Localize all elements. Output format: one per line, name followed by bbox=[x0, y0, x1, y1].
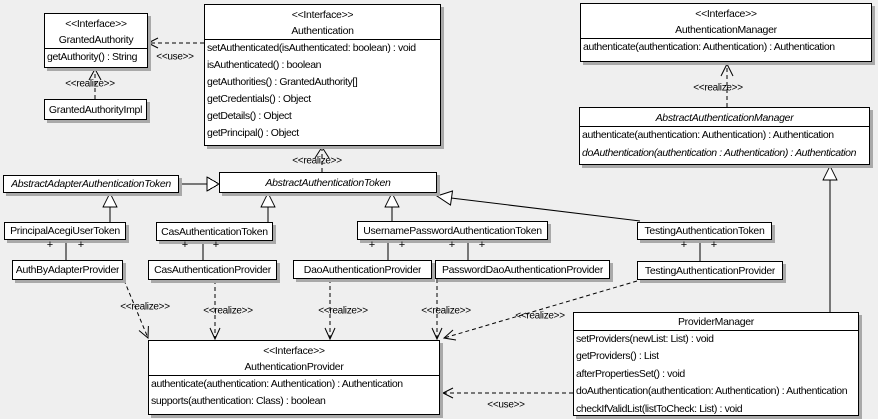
association-plus: + bbox=[398, 239, 406, 251]
class-box-granted-authority-impl[interactable]: GrantedAuthorityImpl bbox=[44, 99, 147, 120]
realize-label: <<realize>> bbox=[693, 82, 743, 94]
method-signature: getDetails() : Object bbox=[207, 110, 292, 122]
class-name: GrantedAuthority bbox=[58, 34, 134, 46]
method-signature: getAuthorities() : GrantedAuthority[] bbox=[207, 76, 358, 88]
edge-use-providermanager-authenticationprovider bbox=[441, 387, 573, 399]
class-box-provider-manager[interactable]: ProviderManager setProviders(newList: Li… bbox=[573, 312, 859, 416]
class-box-granted-authority[interactable]: <<Interface>> GrantedAuthority getAuthor… bbox=[44, 13, 148, 68]
class-name: Authentication bbox=[291, 25, 354, 37]
method-signature: getAuthority() : String bbox=[47, 51, 138, 63]
method-signature: authenticate(authentication: Authenticat… bbox=[151, 378, 403, 390]
method-signature: checkIfValidList(listToCheck: List) : vo… bbox=[576, 402, 743, 415]
edge-testingauthenticationtoken-generalization bbox=[435, 190, 641, 222]
association-plus: + bbox=[181, 239, 189, 251]
class-name: PrincipalAcegiUserToken bbox=[10, 225, 120, 237]
method-signature: isAuthenticated() : boolean bbox=[207, 59, 322, 71]
class-box-abstract-authentication-token[interactable]: AbstractAuthenticationToken bbox=[219, 172, 437, 193]
class-box-authentication-manager[interactable]: <<Interface>> AuthenticationManager auth… bbox=[580, 3, 872, 62]
use-label: <<use>> bbox=[156, 51, 194, 63]
class-box-authentication-provider[interactable]: <<Interface>> AuthenticationProvider aut… bbox=[148, 340, 440, 415]
association-plus: + bbox=[680, 239, 688, 251]
class-name: TestingAuthenticationToken bbox=[644, 225, 765, 237]
association-plus: + bbox=[46, 239, 54, 251]
edge-realize-grantedauthorityimpl bbox=[88, 67, 102, 99]
realize-label: <<realize>> bbox=[120, 301, 170, 313]
class-box-abstract-authentication-manager[interactable]: AbstractAuthenticationManager authentica… bbox=[579, 107, 870, 165]
class-name: AuthenticationManager bbox=[675, 24, 777, 36]
class-name: GrantedAuthorityImpl bbox=[48, 103, 143, 116]
association-plus: + bbox=[478, 239, 486, 251]
class-box-username-password-authentication-token[interactable]: UsernamePasswordAuthenticationToken bbox=[357, 221, 548, 240]
realize-label: <<realize>> bbox=[292, 155, 342, 167]
class-box-principal-acegi-user-token[interactable]: PrincipalAcegiUserToken bbox=[4, 222, 126, 240]
class-box-testing-authentication-token[interactable]: TestingAuthenticationToken bbox=[637, 222, 772, 240]
stereotype-label: <<Interface>> bbox=[263, 345, 325, 357]
class-name: CasAuthenticationProvider bbox=[154, 264, 271, 276]
method-signature: getCredentials() : Object bbox=[207, 93, 311, 105]
edge-providermanager-generalization bbox=[822, 164, 838, 312]
class-name: TestingAuthenticationProvider bbox=[644, 264, 776, 277]
class-name: UsernamePasswordAuthenticationToken bbox=[363, 224, 542, 237]
method-signature: setProviders(newList: List) : void bbox=[576, 333, 714, 345]
class-box-dao-authentication-provider[interactable]: DaoAuthenticationProvider bbox=[293, 260, 432, 279]
class-box-password-dao-authentication-provider[interactable]: PasswordDaoAuthenticationProvider bbox=[435, 260, 610, 279]
class-name: AuthByAdapterProvider bbox=[15, 264, 120, 276]
class-name: AbstractAdapterAuthenticationToken bbox=[11, 178, 171, 190]
realize-label: <<realize>> bbox=[318, 305, 368, 317]
edge-realize-passworddaoauthenticationprovider bbox=[431, 279, 443, 341]
association-plus: + bbox=[710, 239, 718, 251]
class-name: ProviderManager bbox=[677, 316, 755, 328]
class-name: AbstractAuthenticationToken bbox=[265, 176, 391, 189]
association-plus: + bbox=[77, 239, 85, 251]
edge-realize-testingauthenticationprovider bbox=[442, 280, 638, 341]
association-plus: + bbox=[212, 239, 220, 251]
class-box-cas-authentication-provider[interactable]: CasAuthenticationProvider bbox=[148, 260, 277, 280]
edge-realize-authbyadapterprovider bbox=[123, 279, 149, 340]
method-signature: getProviders() : List bbox=[576, 350, 659, 363]
stereotype-label: <<Interface>> bbox=[695, 8, 757, 20]
association-plus: + bbox=[368, 239, 376, 251]
class-box-testing-authentication-provider[interactable]: TestingAuthenticationProvider bbox=[637, 261, 783, 280]
edge-principalacegiusertoken-generalization bbox=[102, 191, 118, 222]
class-box-cas-authentication-token[interactable]: CasAuthenticationToken bbox=[156, 222, 273, 241]
edge-realize-abstractauthenticationtoken bbox=[314, 146, 330, 172]
realize-label: <<realize>> bbox=[203, 305, 253, 317]
edge-realize-daoauthenticationprovider bbox=[324, 279, 336, 341]
class-name: PasswordDaoAuthenticationProvider bbox=[441, 263, 604, 276]
edge-realize-abstractauthenticationmanager bbox=[720, 62, 734, 107]
edge-use-authentication-grantedauthority bbox=[146, 37, 204, 49]
edge-usernamepasswordtoken-generalization bbox=[384, 191, 400, 221]
method-signature: doAuthentication(authentication : Authen… bbox=[582, 146, 857, 159]
class-name: DaoAuthenticationProvider bbox=[303, 263, 422, 276]
realize-label: <<realize>> bbox=[65, 78, 115, 90]
use-label: <<use>> bbox=[487, 399, 525, 411]
edge-abstractadaptertoken-generalization bbox=[179, 176, 220, 192]
method-signature: supports(authentication: Class) : boolea… bbox=[151, 395, 326, 407]
class-box-authentication[interactable]: <<Interface>> Authentication setAuthenti… bbox=[204, 4, 441, 146]
method-signature: authenticate(authentication: Authenticat… bbox=[582, 129, 834, 141]
method-signature: authenticate(authentication: Authenticat… bbox=[583, 41, 835, 53]
class-name: AuthenticationProvider bbox=[244, 361, 344, 373]
class-box-auth-by-adapter-provider[interactable]: AuthByAdapterProvider bbox=[12, 260, 123, 280]
edge-realize-casauthenticationprovider bbox=[209, 280, 221, 341]
class-name: AbstractAuthenticationManager bbox=[655, 112, 794, 124]
method-signature: doAuthentication(authentication: Authent… bbox=[576, 385, 848, 398]
method-signature: setAuthenticated(isAuthenticated: boolea… bbox=[207, 42, 416, 54]
realize-label: <<realize>> bbox=[421, 305, 471, 317]
class-box-abstract-adapter-authentication-token[interactable]: AbstractAdapterAuthenticationToken bbox=[3, 175, 179, 193]
method-signature: getPrincipal() : Object bbox=[207, 127, 299, 139]
realize-label: <<realize>> bbox=[515, 310, 565, 322]
association-plus: + bbox=[448, 239, 456, 251]
stereotype-label: <<Interface>> bbox=[65, 18, 127, 30]
method-signature: afterPropertiesSet() : void bbox=[576, 367, 685, 380]
class-name: CasAuthenticationToken bbox=[161, 225, 268, 238]
edge-casauthenticationtoken-generalization bbox=[260, 191, 276, 222]
stereotype-label: <<Interface>> bbox=[291, 9, 354, 21]
